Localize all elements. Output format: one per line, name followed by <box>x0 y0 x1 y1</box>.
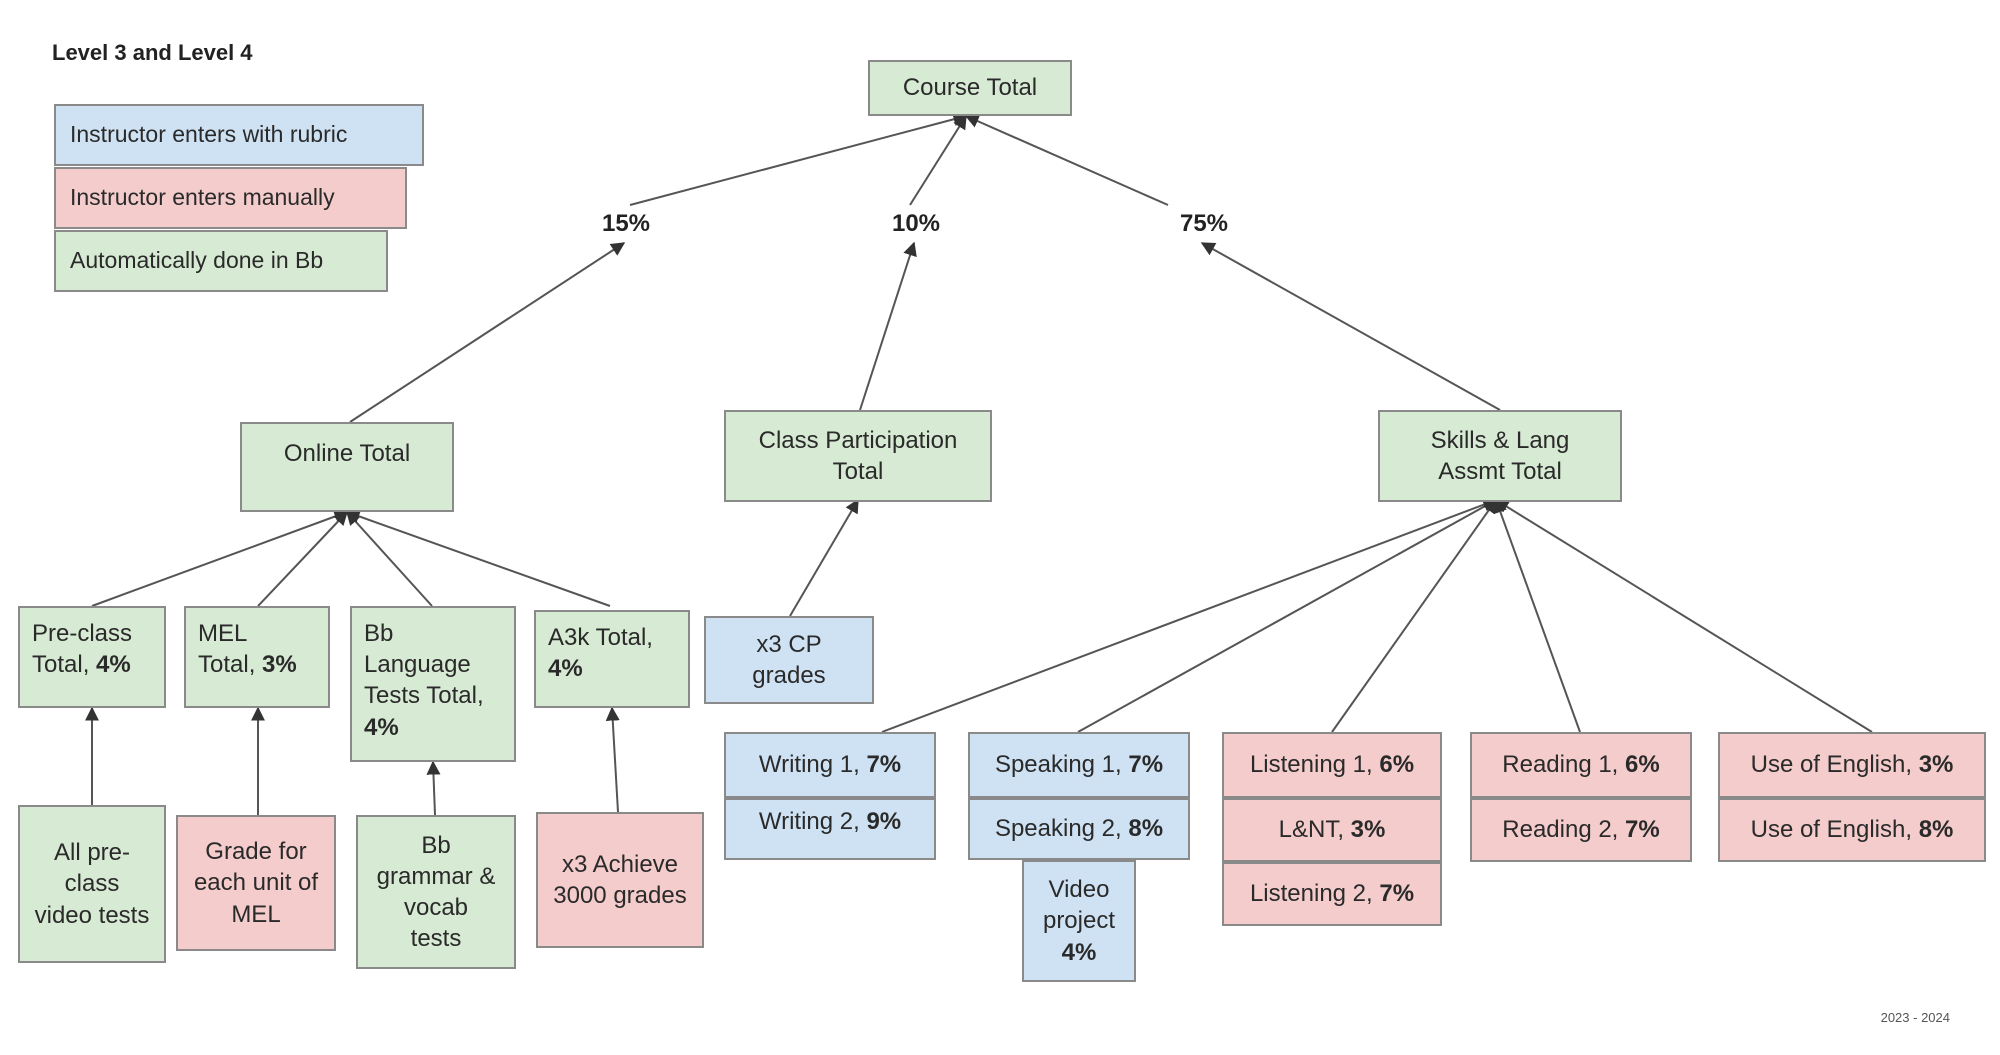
edge-uoe-skills <box>1494 499 1873 733</box>
edge-writing-skills <box>881 497 1498 733</box>
preclass-source-node: All pre-class video tests <box>18 805 166 963</box>
reading-1-node: Reading 1, 6% <box>1470 732 1692 798</box>
edge-skills-group <box>1200 242 1501 411</box>
pct-participation: 10% <box>891 210 941 237</box>
use-of-english-2-pct: 8% <box>1918 816 1954 844</box>
a3k-total-node: A3k Total, 4% <box>534 610 690 708</box>
edge-skills-root <box>964 114 1169 206</box>
edge-mel-online <box>257 510 348 607</box>
legend-auto: Automatically done in Bb <box>54 230 388 292</box>
reading-2-pct: 7% <box>1625 816 1660 844</box>
year-label: 2023 - 2024 <box>1880 1010 1950 1025</box>
writing-1-node: Writing 1, 7% <box>724 732 936 798</box>
a3k-source-label: x3 Achieve 3000 grades <box>553 850 687 909</box>
participation-total-node: Class Participation Total <box>724 410 992 502</box>
edge-online-group <box>349 242 626 423</box>
edge-participation-root <box>909 114 967 206</box>
reading-1-pct: 6% <box>1625 751 1660 779</box>
legend-auto-label: Automatically done in Bb <box>70 247 324 274</box>
speaking-2-node: Speaking 2, 8% <box>968 798 1190 860</box>
online-total-node: Online Total <box>240 422 454 512</box>
preclass-total-pct: 4% <box>96 651 131 679</box>
edge-src-bb <box>426 760 441 816</box>
legend-manual-label: Instructor enters manually <box>70 184 335 211</box>
edge-bb-online <box>346 510 433 607</box>
a3k-source-node: x3 Achieve 3000 grades <box>536 812 704 948</box>
speaking-2-pct: 8% <box>1128 815 1164 843</box>
bb-tests-total-node: Bb Language Tests Total, 4% <box>350 606 516 762</box>
legend-rubric: Instructor enters with rubric <box>54 104 424 166</box>
use-of-english-1-node: Use of English, 3% <box>1718 732 1986 798</box>
edge-src-a3k <box>605 706 620 813</box>
writing-1-pct: 7% <box>866 751 902 779</box>
writing-2-node: Writing 2, 9% <box>724 798 936 860</box>
a3k-total-pct: 4% <box>548 655 583 683</box>
bb-tests-total-pct: 4% <box>364 713 399 741</box>
mel-total-pct: 3% <box>262 651 297 679</box>
edge-speaking-skills <box>1077 499 1498 733</box>
bb-source-node: Bb grammar & vocab tests <box>356 815 516 969</box>
lnt-name: L&NT, <box>1278 816 1344 844</box>
use-of-english-2-name: Use of English, <box>1750 816 1913 844</box>
listening-2-pct: 7% <box>1379 880 1415 908</box>
writing-2-name: Writing 2, <box>758 808 860 835</box>
mel-source-label: Grade for each unit of MEL <box>193 838 319 928</box>
mel-total-name: MEL Total, <box>198 620 256 679</box>
lnt-node: L&NT, 3% <box>1222 798 1442 862</box>
pct-skills: 75% <box>1179 210 1229 237</box>
course-total-node: Course Total <box>868 60 1072 116</box>
writing-1-name: Writing 1, <box>758 751 860 779</box>
a3k-total-name: A3k Total, <box>548 624 653 651</box>
mel-total-node: MEL Total, 3% <box>184 606 330 708</box>
online-total-label: Online Total <box>283 440 411 467</box>
listening-1-name: Listening 1, <box>1249 751 1373 779</box>
preclass-total-name: Pre-class Total, <box>32 620 133 679</box>
lnt-pct: 3% <box>1350 816 1386 844</box>
course-total-label: Course Total <box>902 74 1038 102</box>
cp-grades-node: x3 CP grades <box>704 616 874 704</box>
reading-1-name: Reading 1, <box>1502 751 1619 779</box>
edge-listening-skills <box>1331 498 1497 733</box>
use-of-english-1-name: Use of English, <box>1750 751 1913 779</box>
speaking-1-pct: 7% <box>1128 751 1164 779</box>
mel-source-node: Grade for each unit of MEL <box>176 815 336 951</box>
diagram-title: Level 3 and Level 4 <box>52 40 253 65</box>
listening-2-name: Listening 2, <box>1249 880 1373 908</box>
edge-online-root <box>629 112 968 206</box>
pct-online: 15% <box>601 210 651 237</box>
skills-total-node: Skills & Lang Assmt Total <box>1378 410 1622 502</box>
edge-reading-skills <box>1493 498 1581 733</box>
edge-participation-group <box>859 241 917 411</box>
speaking-1-name: Speaking 1, <box>994 751 1122 779</box>
bb-source-label: Bb grammar & vocab tests <box>376 831 496 953</box>
listening-1-node: Listening 1, 6% <box>1222 732 1442 798</box>
video-project-node: Video project 4% <box>1022 860 1136 982</box>
use-of-english-1-pct: 3% <box>1918 751 1954 779</box>
edge-a3k-online <box>345 509 611 607</box>
listening-2-node: Listening 2, 7% <box>1222 862 1442 926</box>
cp-grades-label: x3 CP grades <box>752 630 826 689</box>
preclass-total-node: Pre-class Total, 4% <box>18 606 166 708</box>
writing-2-pct: 9% <box>866 808 902 835</box>
legend-manual: Instructor enters manually <box>54 167 407 229</box>
legend-rubric-label: Instructor enters with rubric <box>70 121 348 148</box>
bb-tests-total-name: Bb Language Tests Total, <box>364 620 484 710</box>
video-project-name: Video project <box>1042 876 1116 935</box>
edge-preclass-online <box>91 509 349 607</box>
reading-2-node: Reading 2, 7% <box>1470 798 1692 862</box>
participation-total-label: Class Participation Total <box>758 426 958 485</box>
speaking-1-node: Speaking 1, 7% <box>968 732 1190 798</box>
edge-src-cp <box>789 498 859 617</box>
speaking-2-name: Speaking 2, <box>994 815 1122 843</box>
preclass-source-label: All pre-class video tests <box>34 839 150 929</box>
reading-2-name: Reading 2, <box>1502 816 1619 844</box>
video-project-pct: 4% <box>1061 938 1097 966</box>
listening-1-pct: 6% <box>1379 751 1415 779</box>
skills-total-label: Skills & Lang Assmt Total <box>1430 426 1570 485</box>
use-of-english-2-node: Use of English, 8% <box>1718 798 1986 862</box>
